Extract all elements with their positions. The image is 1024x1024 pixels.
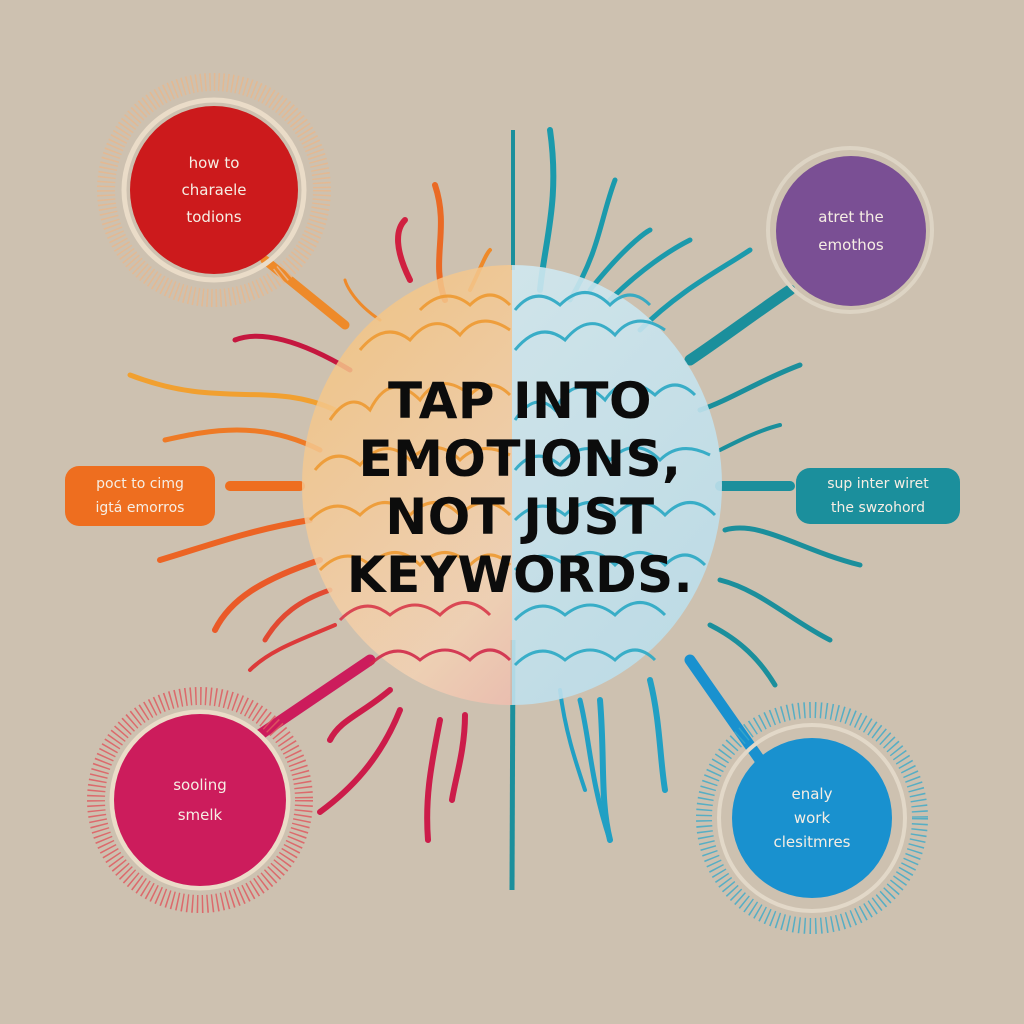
node-mid-right-label: sup inter wiret the swzohord — [827, 476, 929, 516]
node-top-right: atret the emothos — [776, 156, 926, 306]
node-top-right-label: atret the emothos — [818, 208, 884, 254]
top-left-sunburst — [97, 73, 331, 307]
node-bottom-left: sooling smelk — [114, 714, 286, 886]
node-bottom-left-label: sooling smelk — [173, 776, 227, 824]
node-mid-right: sup inter wiret the swzohord — [796, 468, 960, 524]
headline-title: TAP INTO EMOTIONS, NOT JUST KEYWORDS. — [346, 372, 694, 604]
node-top-left: how to charaele todions — [130, 106, 298, 274]
node-bottom-right-label: enaly work clesitmres — [773, 785, 851, 851]
bottom-left-sunburst — [87, 687, 313, 913]
node-bottom-right: enaly work clesitmres — [732, 738, 892, 898]
bottom-right-sunburst — [696, 702, 928, 934]
node-top-left-label: how to charaele todions — [181, 153, 247, 226]
node-mid-left: poct to cimg igtá emorros — [65, 466, 215, 526]
node-mid-left-label: poct to cimg igtá emorros — [95, 476, 185, 516]
